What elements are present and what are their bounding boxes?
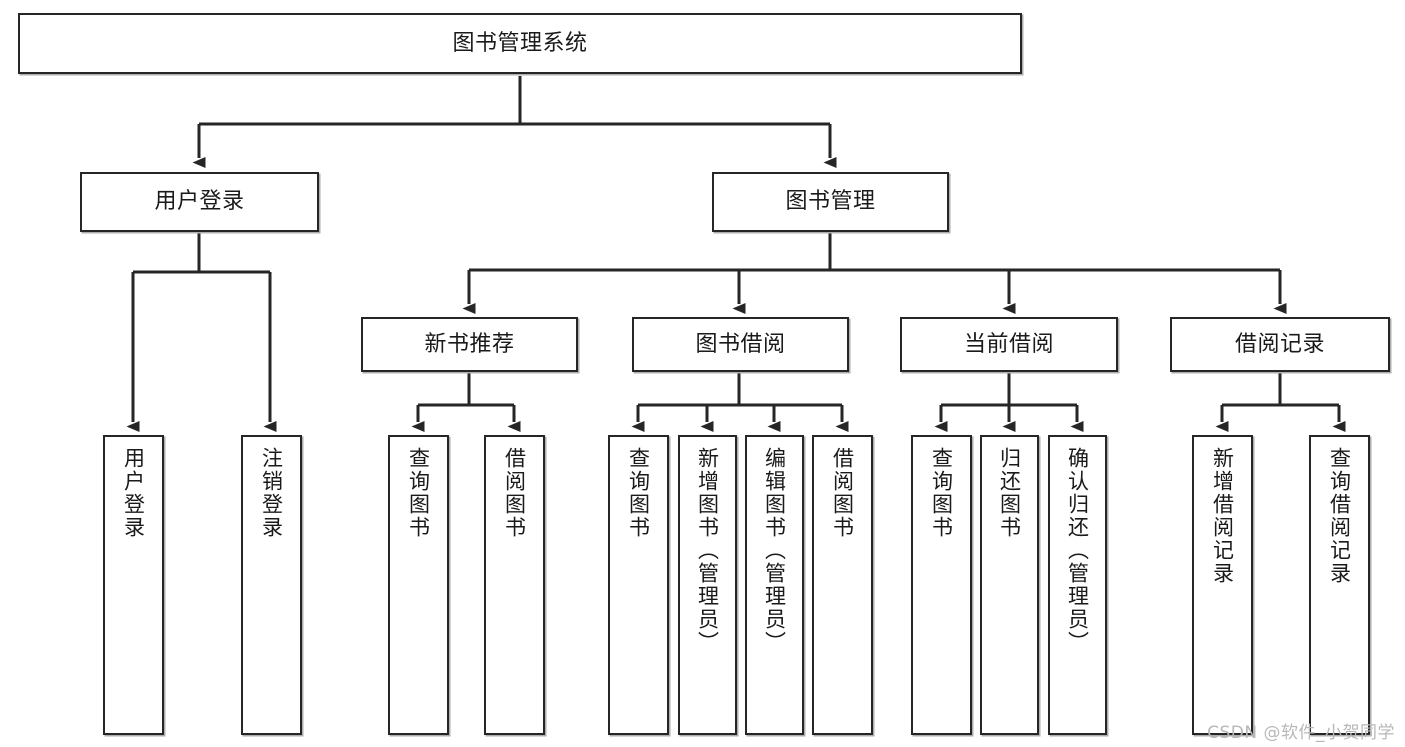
node-leaf-borrow-book-1[interactable]: 借阅图书 — [484, 435, 545, 735]
node-leaf-return-book-label: 归还图书 — [997, 447, 1022, 539]
node-root[interactable]: 图书管理系统 — [18, 13, 1022, 74]
node-book-manage-label: 图书管理 — [785, 189, 876, 215]
node-leaf-query-book-1[interactable]: 查询图书 — [388, 435, 449, 735]
node-new-book-recommend[interactable]: 新书推荐 — [361, 317, 578, 372]
node-leaf-query-record-label: 查询借阅记录 — [1327, 447, 1352, 585]
node-current-borrow[interactable]: 当前借阅 — [900, 317, 1118, 372]
node-user-login[interactable]: 用户登录 — [80, 172, 319, 232]
node-leaf-return-book[interactable]: 归还图书 — [980, 435, 1039, 735]
node-leaf-add-record-label: 新增借阅记录 — [1210, 447, 1235, 585]
node-leaf-query-record[interactable]: 查询借阅记录 — [1309, 435, 1370, 735]
node-leaf-edit-book[interactable]: 编辑图书（管理员） — [745, 435, 804, 735]
node-current-borrow-label: 当前借阅 — [963, 331, 1054, 357]
node-leaf-query-book-2-label: 查询图书 — [626, 447, 651, 539]
node-book-borrow-label: 图书借阅 — [695, 331, 786, 357]
node-leaf-confirm-return-label: 确认归还（管理员） — [1065, 447, 1090, 654]
node-leaf-borrow-book-1-label: 借阅图书 — [502, 447, 527, 539]
node-borrow-record[interactable]: 借阅记录 — [1170, 317, 1390, 372]
node-leaf-user-login-label: 用户登录 — [121, 447, 146, 539]
node-user-login-label: 用户登录 — [154, 189, 245, 215]
node-leaf-add-book-label: 新增图书（管理员） — [695, 447, 720, 654]
node-leaf-logout-login-label: 注销登录 — [259, 447, 284, 539]
node-leaf-query-book-3[interactable]: 查询图书 — [911, 435, 972, 735]
node-leaf-query-book-1-label: 查询图书 — [406, 447, 431, 539]
node-leaf-borrow-book-2-label: 借阅图书 — [830, 447, 855, 539]
node-leaf-query-book-2[interactable]: 查询图书 — [608, 435, 669, 735]
node-book-borrow[interactable]: 图书借阅 — [632, 317, 849, 372]
node-leaf-edit-book-label: 编辑图书（管理员） — [762, 447, 787, 654]
node-root-label: 图书管理系统 — [452, 30, 588, 56]
node-leaf-query-book-3-label: 查询图书 — [929, 447, 954, 539]
watermark: CSDN @软件_小贺同学 — [1207, 723, 1395, 743]
node-leaf-add-book[interactable]: 新增图书（管理员） — [678, 435, 737, 735]
node-leaf-user-login[interactable]: 用户登录 — [103, 435, 164, 735]
node-leaf-add-record[interactable]: 新增借阅记录 — [1192, 435, 1253, 735]
node-leaf-logout-login[interactable]: 注销登录 — [241, 435, 302, 735]
node-book-manage[interactable]: 图书管理 — [712, 172, 949, 232]
node-new-book-recommend-label: 新书推荐 — [424, 331, 515, 357]
node-leaf-borrow-book-2[interactable]: 借阅图书 — [812, 435, 873, 735]
node-leaf-confirm-return[interactable]: 确认归还（管理员） — [1048, 435, 1107, 735]
node-borrow-record-label: 借阅记录 — [1234, 331, 1325, 357]
